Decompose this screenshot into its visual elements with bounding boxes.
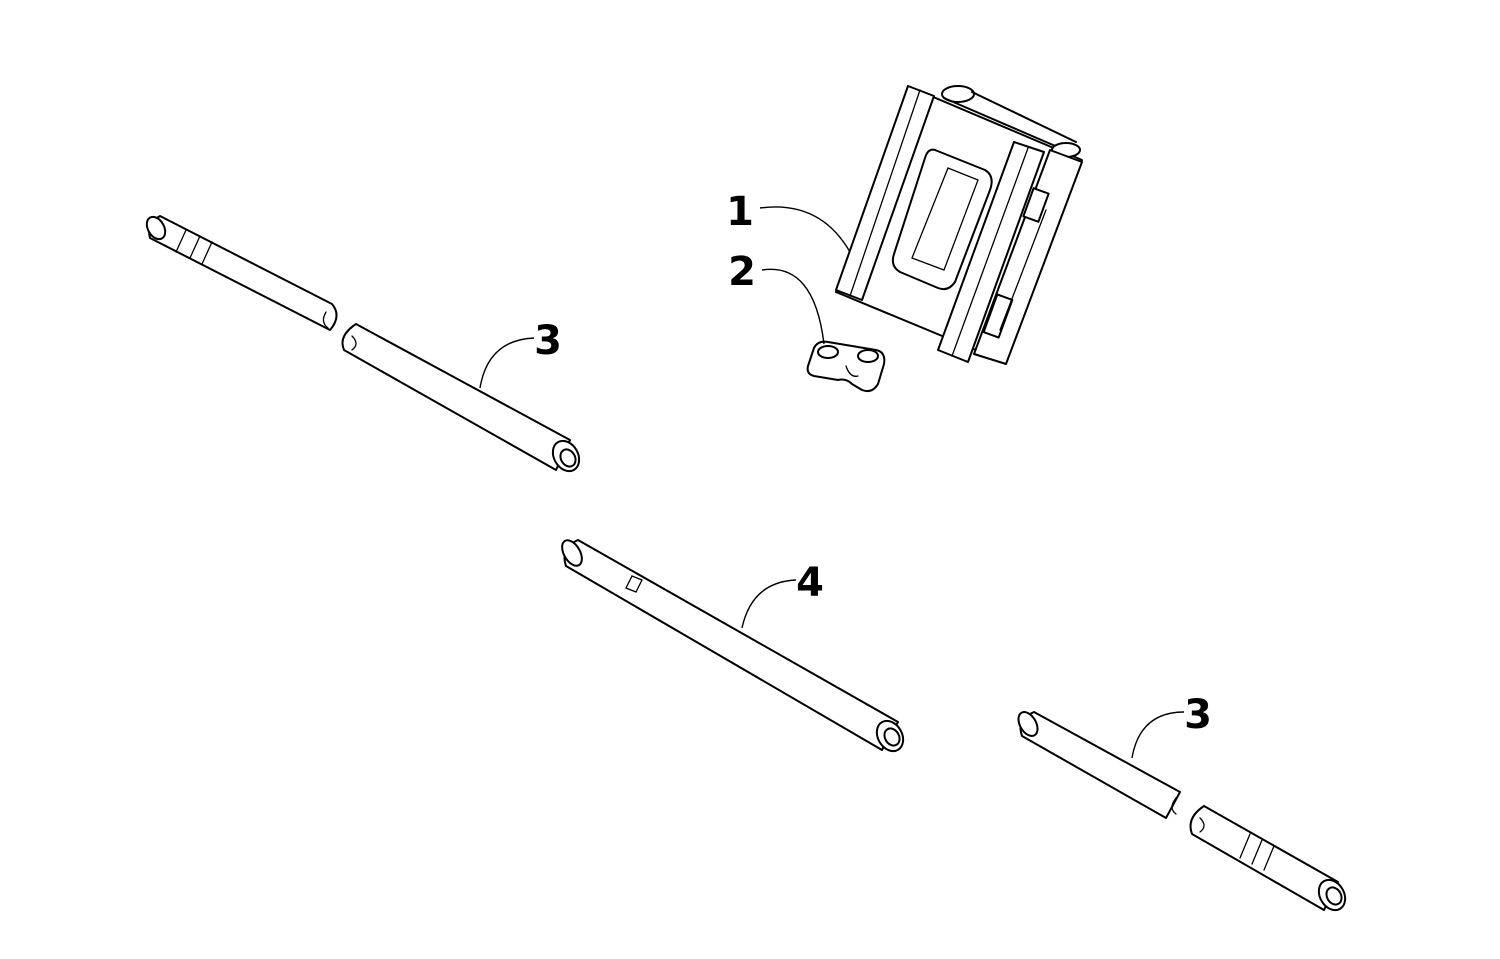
leader-line-3-upper	[479, 337, 535, 389]
leader-line-2	[761, 268, 825, 345]
callout-label-4: 4	[796, 560, 824, 606]
leader-line-4	[741, 579, 797, 629]
leader-line-1	[759, 206, 851, 253]
callout-label-1: 1	[726, 189, 754, 235]
leader-line-3-lower	[1131, 711, 1185, 759]
clamp-bracket-part-1	[835, 85, 1083, 365]
shaft-part-4	[561, 539, 905, 753]
callout-label-3-lower: 3	[1184, 692, 1212, 738]
shaft-part-3-upper	[145, 215, 581, 473]
callout-label-2: 2	[728, 249, 756, 295]
shaft-part-3-lower	[1017, 711, 1347, 912]
callout-label-3-upper: 3	[534, 318, 562, 364]
clip-part-2	[806, 340, 886, 393]
